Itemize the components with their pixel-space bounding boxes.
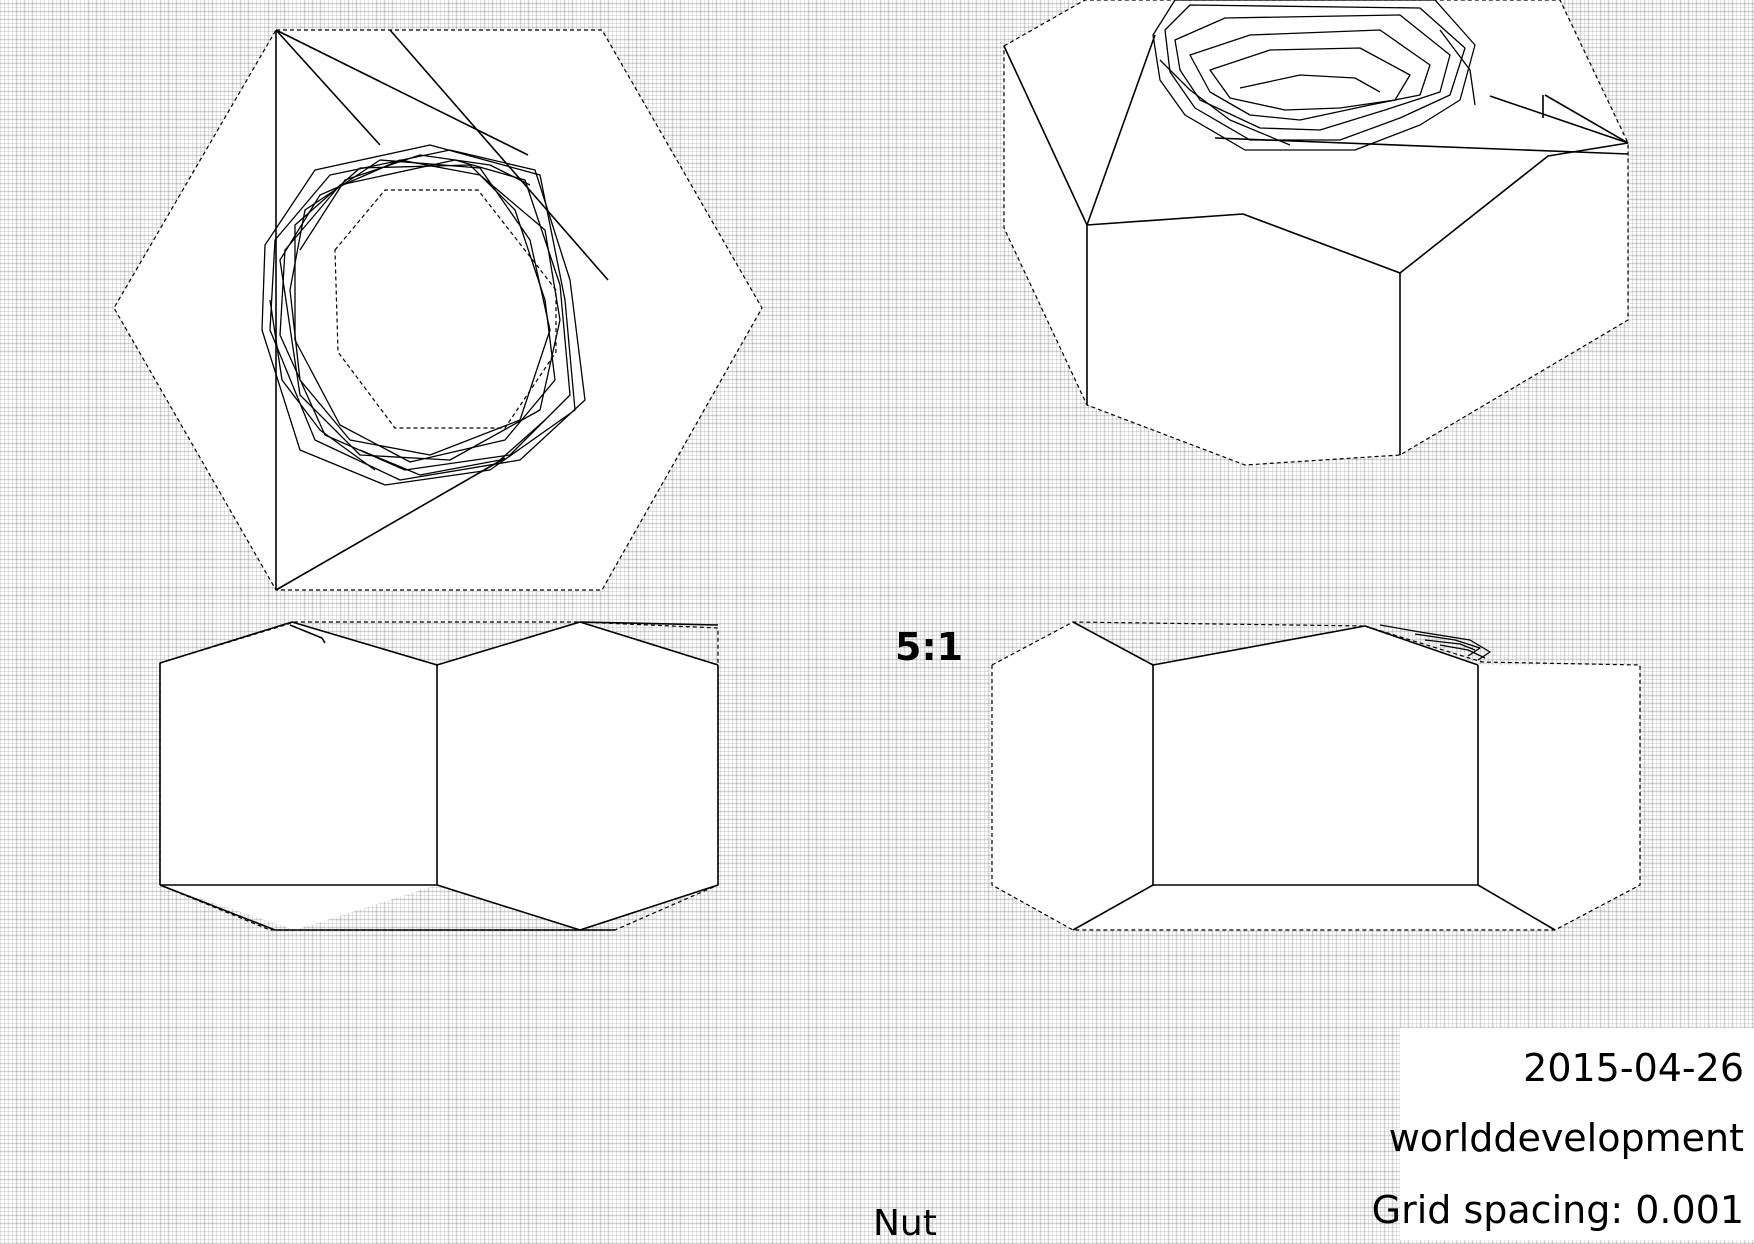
side-view (991, 621, 1641, 931)
title-block: 2015-04-26 worlddevelopment Grid spacing… (1372, 1028, 1754, 1240)
scale-label: 5:1 (895, 625, 964, 669)
part-name: Nut (873, 1203, 937, 1244)
front-view (159, 621, 719, 931)
top-view (113, 29, 763, 591)
grid-spacing-label: Grid spacing: 0.001 (1371, 1188, 1744, 1232)
thread-rings (261, 144, 586, 486)
iso-thread-rings (1152, 0, 1476, 151)
drawing-author: worlddevelopment (1388, 1116, 1744, 1160)
drawing-date: 2015-04-26 (1523, 1046, 1744, 1090)
side-thread-detail (1379, 624, 1491, 661)
isometric-view (1003, 0, 1629, 466)
